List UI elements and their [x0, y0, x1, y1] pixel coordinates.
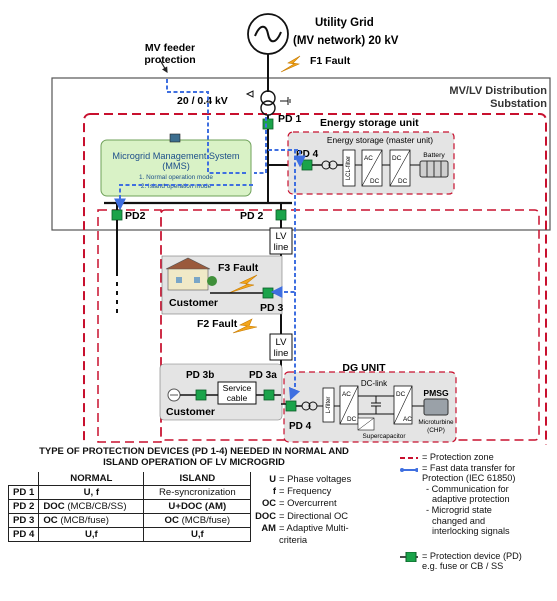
- green-pd-square-icon: [400, 551, 418, 562]
- col-normal: NORMAL: [38, 472, 145, 486]
- mv-feeder-label-2: protection: [144, 54, 195, 66]
- lcl-filter-label: LCL-filter: [346, 156, 352, 180]
- service-cable-box: [217, 381, 257, 405]
- protection-device-table: NORMAL ISLAND PD 1 U, f Re-syncronizatio…: [7, 472, 252, 542]
- pd3b-label: PD 3b: [186, 370, 214, 381]
- comm-link-pd1: [254, 117, 267, 174]
- table-row: PD 3 OC (MCB/fuse) OC (MCB/fuse): [7, 513, 252, 528]
- abbreviation-key: U= Phase voltages f= Frequency OC= Overc…: [255, 473, 352, 546]
- legend-protection-device: = Protection device (PD) e.g. fuse or CB…: [398, 551, 550, 572]
- mms-abbr: (MMS): [162, 161, 190, 171]
- comm-link-mv-feeder: [166, 79, 248, 174]
- transformer-icon: [260, 90, 276, 106]
- microgrid-diagram: MV/LV Distribution Substation Utility Gr…: [51, 13, 551, 445]
- lcl-filter-box: [342, 149, 356, 187]
- f2-fault-bolt-icon: [232, 318, 258, 334]
- pd2-left-label: PD2: [125, 210, 146, 222]
- mms-mode-2: 2. Island operation mode: [141, 183, 212, 190]
- utility-grid-label: Utility Grid: [315, 17, 374, 29]
- blue-link-line-icon: [400, 467, 418, 472]
- col-island: ISLAND: [143, 472, 252, 486]
- svg-text:AC: AC: [342, 391, 351, 398]
- svg-text:line: line: [274, 348, 289, 359]
- mv-network-label: (MV network) 20 kV: [293, 35, 399, 47]
- table-row: PD 4 U,f U,f: [7, 527, 252, 542]
- dashed-red-line-icon: [400, 457, 418, 459]
- svg-text:DC: DC: [370, 178, 380, 185]
- pd3b-device: [195, 389, 207, 401]
- l-filter-label: L-filter: [326, 397, 332, 414]
- svg-text:cable: cable: [227, 393, 248, 403]
- f2-fault-label: F2 Fault: [197, 318, 238, 330]
- protection-table-section: TYPE OF PROTECTION DEVICES (PD 1-4) NEED…: [6, 446, 382, 545]
- customer-house-icon: [165, 257, 217, 291]
- pd4-top-label: PD 4: [296, 149, 319, 160]
- mms-computer-icon: [169, 133, 181, 143]
- pd3-label: PD 3: [260, 302, 284, 314]
- pd2-left-device: [111, 209, 123, 221]
- pmsg-label: PMSG: [423, 388, 449, 398]
- svg-text:AC: AC: [403, 416, 412, 423]
- l-filter-box: [322, 387, 335, 423]
- communication-links: [114, 79, 306, 401]
- svg-text:DC: DC: [398, 178, 408, 185]
- storage-transformer-icon: [321, 160, 331, 170]
- table-title-line1: TYPE OF PROTECTION DEVICES (PD 1-4) NEED…: [39, 446, 349, 457]
- microturbine-label: Microturbine: [418, 419, 454, 426]
- svg-text:AC: AC: [364, 155, 373, 162]
- svg-text:Service: Service: [223, 383, 252, 393]
- f1-fault-label: F1 Fault: [310, 55, 351, 67]
- pd3-device: [262, 287, 274, 299]
- f3-fault-label: F3 Fault: [218, 262, 259, 274]
- svg-text:DC: DC: [392, 155, 402, 162]
- comm-link-lv-feeder: [270, 149, 296, 298]
- diagram-legend: = Protection zone = Fast data transfer f…: [398, 452, 550, 572]
- pd3a-label: PD 3a: [249, 370, 277, 381]
- protection-zone-lv-feeder: [97, 209, 162, 443]
- comm-link-storage: [268, 149, 306, 168]
- transformer-rating: 20 / 0.4 kV: [177, 95, 228, 107]
- customer-meter-icon: [167, 388, 181, 402]
- mv-feeder-label-1: MV feeder: [145, 42, 195, 54]
- dc-link-label: DC-link: [361, 379, 388, 388]
- f1-fault-bolt-icon: [280, 55, 301, 73]
- battery-label: Battery: [423, 152, 445, 159]
- energy-storage-unit-title: Energy storage unit: [320, 117, 419, 129]
- pd4-bottom-label: PD 4: [289, 421, 312, 432]
- substation-label-1: MV/LV Distribution: [449, 85, 547, 97]
- supercapacitor-label: Supercapacitor: [363, 433, 407, 440]
- comm-link-mms-pd2left: [114, 184, 253, 211]
- pd3a-device: [263, 389, 275, 401]
- table-row: PD 1 U, f Re-syncronization: [7, 485, 252, 500]
- protection-zone-main: [83, 113, 547, 445]
- svg-text:line: line: [274, 242, 289, 253]
- pd2-label: PD 2: [240, 210, 264, 222]
- substation-label-2: Substation: [490, 98, 547, 110]
- legend-protection-zone: = Protection zone: [398, 452, 550, 463]
- pd1-label: PD 1: [278, 113, 302, 125]
- dg-unit-title: DG UNIT: [342, 362, 386, 374]
- legend-fast-data: = Fast data transfer for Protection (IEC…: [398, 463, 550, 537]
- svg-text:LV: LV: [276, 231, 288, 242]
- table-row: PD 2 DOC (MCB/CB/SS) U+DOC (AM): [7, 499, 252, 514]
- mms-mode-1: 1. Normal operation mode: [139, 174, 213, 181]
- table-title-line2: ISLAND OPERATION OF LV MICROGRID: [103, 457, 285, 468]
- pd4-top-device: [301, 159, 313, 171]
- svg-text:DC: DC: [396, 391, 406, 398]
- customer-label-top: Customer: [169, 297, 218, 309]
- chp-label: (CHP): [427, 427, 445, 434]
- mms-title: Microgrid Management System: [112, 151, 239, 161]
- energy-storage-master-label: Energy storage (master unit): [327, 135, 433, 145]
- svg-text:LV: LV: [276, 337, 288, 348]
- pd4-bottom-device: [285, 400, 297, 412]
- svg-text:DC: DC: [347, 416, 357, 423]
- microturbine-icon: [423, 398, 449, 416]
- substation-box: [51, 77, 551, 231]
- pd2-device: [275, 209, 287, 221]
- pd1-device: [262, 118, 274, 130]
- customer-label-bottom: Customer: [166, 406, 215, 418]
- dg-transformer-icon: [301, 401, 311, 411]
